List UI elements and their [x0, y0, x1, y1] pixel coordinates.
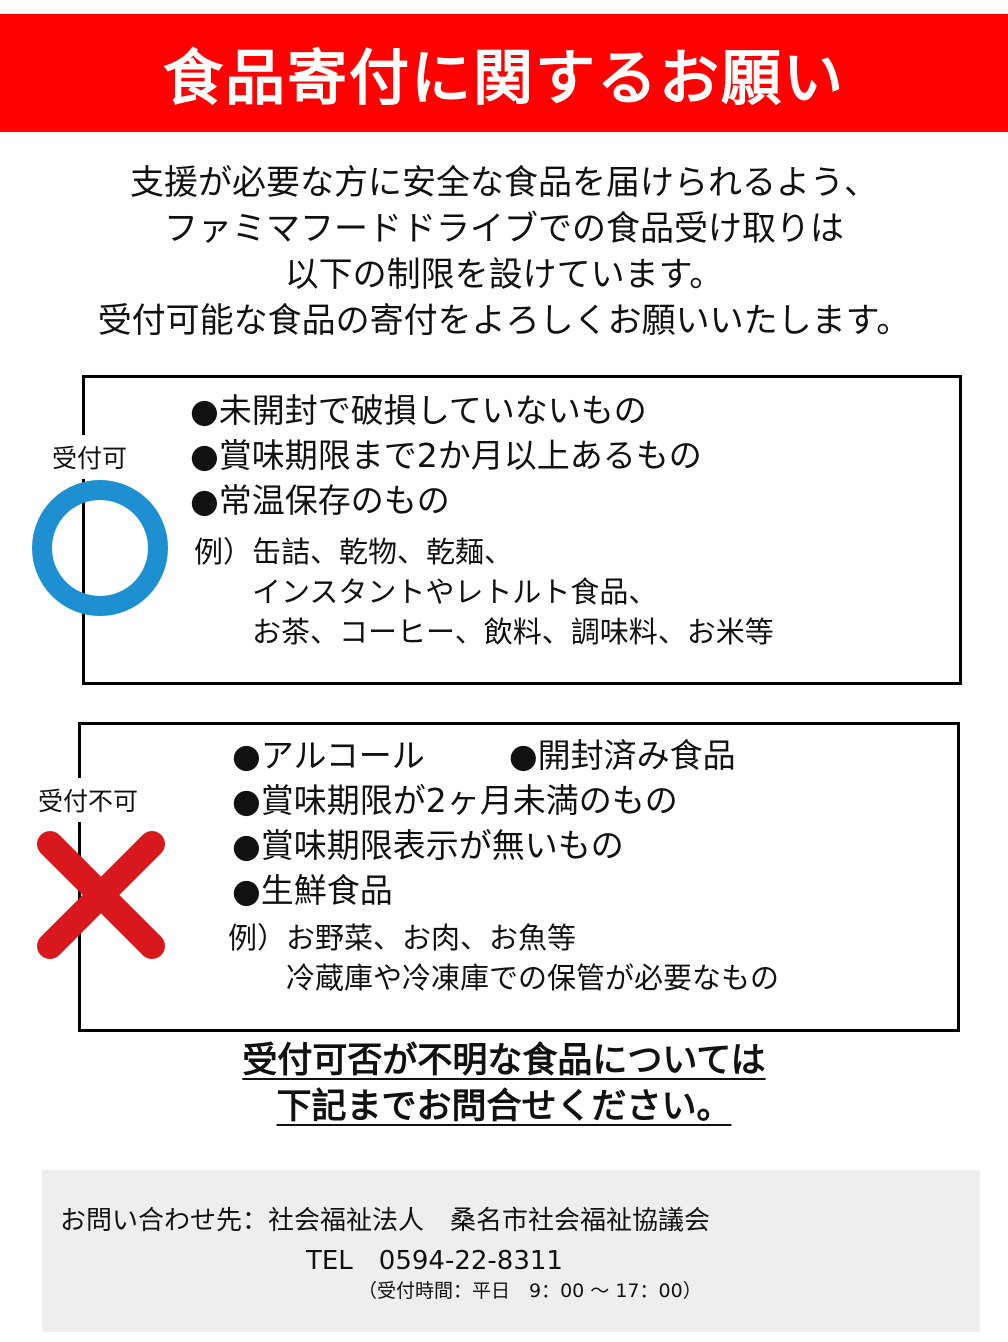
accepted-box: [82, 375, 962, 685]
example-prefix: 例）: [228, 921, 287, 955]
contact-phone: TEL 0594-22-8311: [306, 1246, 563, 1276]
intro-line: 受付可能な食品の寄付をよろしくお願いいたします。: [97, 301, 911, 341]
notice-line: 下記までお問合せください。: [276, 1087, 732, 1127]
intro-line: 以下の制限を設けています。: [284, 255, 724, 295]
rejected-label: 受付不可: [36, 778, 141, 822]
list-item: ●常温保存のもの: [190, 481, 450, 520]
list-item-text: ●アルコール: [232, 736, 425, 775]
list-item: ●賞味期限が2ヶ月未満のもの: [232, 781, 678, 820]
contact-hours: （受付時間：平日 9：00 ～ 17：00）: [358, 1280, 702, 1302]
intro-text: 支援が必要な方に安全な食品を届けられるよう、 ファミマフードドライブでの食品受け…: [0, 160, 1008, 344]
example-line: お茶、コーヒー、飲料、調味料、お米等: [252, 615, 774, 649]
example-line: お野菜、お肉、お魚等: [286, 921, 577, 955]
example-line: 缶詰、乾物、乾麺、: [252, 535, 514, 569]
circle-icon: [32, 480, 168, 616]
list-item: ●アルコール ●開封済み食品: [232, 733, 736, 778]
example-line: インスタントやレトルト食品、: [252, 575, 658, 609]
example-prefix: 例）: [194, 535, 253, 569]
title-banner: 食品寄付に関するお願い: [0, 14, 1008, 132]
list-item-text: ●開封済み食品: [508, 736, 736, 775]
contact-organization: お問い合わせ先：社会福祉法人 桑名市社会福祉協議会: [60, 1206, 711, 1236]
rejected-examples: 例） お野菜、お肉、お魚等 冷蔵庫や冷凍庫での保管が必要なもの: [228, 918, 779, 998]
intro-line: ファミマフードドライブでの食品受け取りは: [164, 209, 844, 249]
rejected-box: [78, 722, 960, 1032]
list-item: ●未開封で破損していないもの: [190, 391, 647, 430]
list-item: ●生鮮食品: [232, 871, 393, 910]
example-line: 冷蔵庫や冷凍庫での保管が必要なもの: [286, 961, 780, 995]
contact-panel: お問い合わせ先：社会福祉法人 桑名市社会福祉協議会 TEL 0594-22-83…: [42, 1170, 980, 1332]
notice-line: 受付可否が不明な食品については: [242, 1041, 766, 1081]
accepted-label: 受付可: [50, 435, 130, 479]
page-title: 食品寄付に関するお願い: [163, 43, 845, 114]
list-item: ●賞味期限表示が無いもの: [232, 826, 624, 865]
accepted-examples: 例） 缶詰、乾物、乾麺、 インスタントやレトルト食品、 お茶、コーヒー、飲料、調…: [194, 532, 774, 652]
intro-line: 支援が必要な方に安全な食品を届けられるよう、: [130, 163, 878, 203]
cross-icon: [37, 831, 165, 959]
rejected-list: ●アルコール ●開封済み食品 ●賞味期限が2ヶ月未満のもの ●賞味期限表示が無い…: [232, 733, 736, 913]
accepted-list: ●未開封で破損していないもの ●賞味期限まで2か月以上あるもの ●常温保存のもの: [190, 388, 702, 523]
list-item: ●賞味期限まで2か月以上あるもの: [190, 436, 702, 475]
inquiry-notice: 受付可否が不明な食品については 下記までお問合せください。: [0, 1038, 1008, 1130]
